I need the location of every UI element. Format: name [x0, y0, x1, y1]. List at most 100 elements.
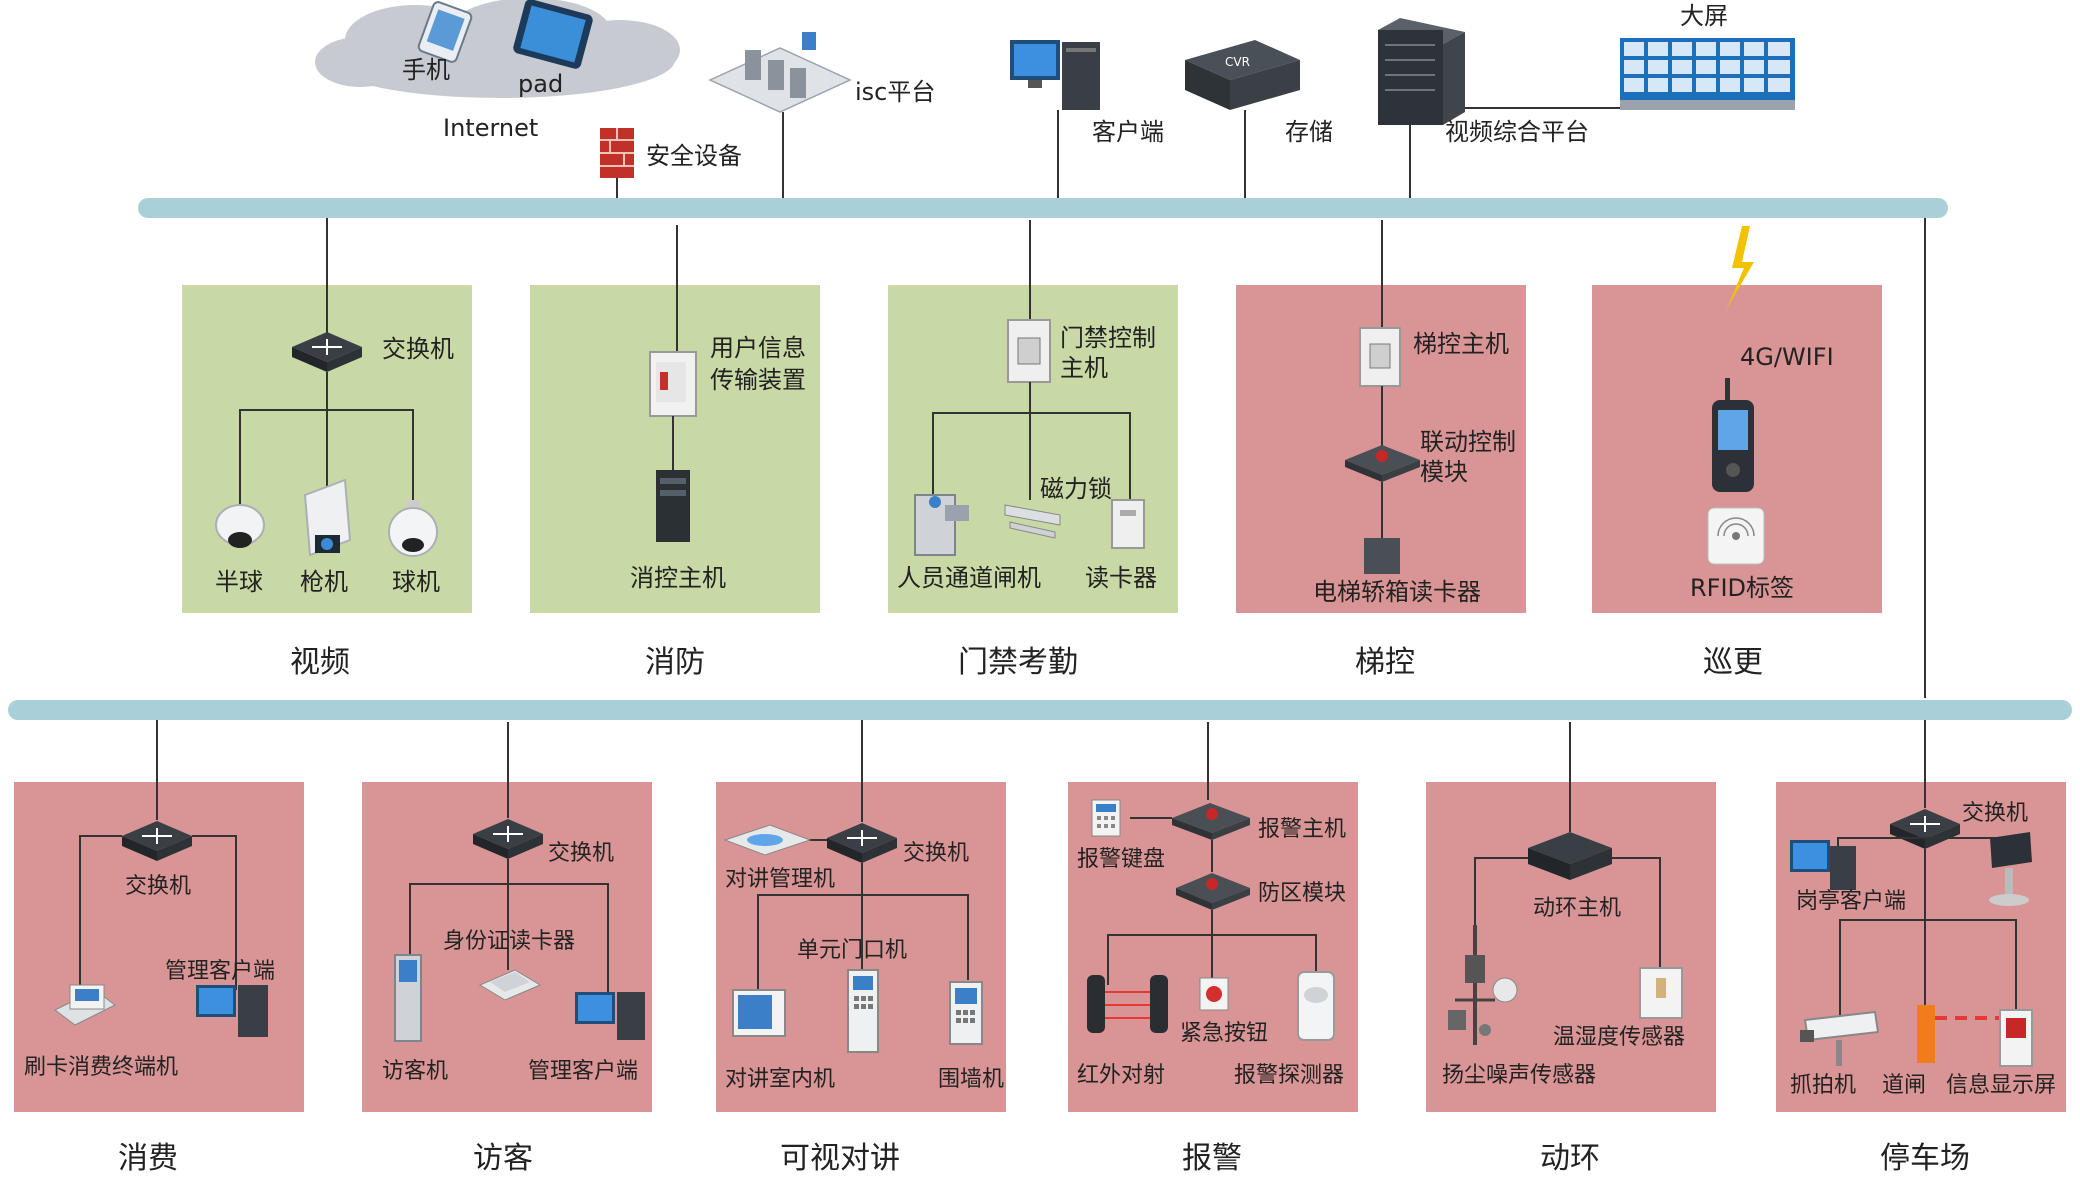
bottom-network-bus: [8, 700, 2072, 720]
security-label: 安全设备: [646, 142, 742, 170]
info-display-icon: [1999, 1009, 2033, 1067]
parking-switch-label: 交换机: [1962, 801, 2028, 826]
card-reader-icon: [1111, 499, 1145, 549]
dust-noise-sensor-icon: [1448, 925, 1518, 1045]
controller-label-2: 主机: [1060, 354, 1108, 382]
internet-label: Internet: [443, 114, 538, 142]
patrol-panel: 4G/WIFI RFID标签: [1592, 226, 1882, 613]
id-reader-icon: [478, 969, 542, 1001]
wireless-label: 4G/WIFI: [1740, 343, 1834, 371]
video-platform-label: 视频综合平台: [1445, 118, 1589, 146]
alarm-detector-icon: [1297, 971, 1335, 1041]
video-switch-label: 交换机: [382, 335, 454, 363]
barrier-label: 道闸: [1882, 1073, 1926, 1098]
alarm-panel: 报警主机 报警键盘 防区模块 紧急按钮: [1068, 722, 1358, 1112]
env-host-label: 动环主机: [1533, 896, 1621, 921]
tablet-icon: [513, 0, 593, 69]
alarm-host-label: 报警主机: [1258, 817, 1346, 842]
pos-terminal-icon: [54, 984, 116, 1026]
reader-label: 读卡器: [1085, 564, 1157, 592]
fire-caption: 消防: [645, 645, 705, 680]
phone-icon: [417, 1, 473, 63]
alarm-keypad-icon: [1091, 799, 1121, 837]
client-pc-icon: [575, 992, 645, 1040]
wall-station-icon: [949, 981, 983, 1045]
isc-platform-icon: [708, 32, 852, 113]
access-panel: 门禁控制 主机 磁力锁 人员通道闸机 读卡器: [888, 220, 1178, 613]
visitor-client-label: 管理客户端: [528, 1059, 638, 1084]
consume-caption: 消费: [118, 1141, 178, 1176]
storage-label: 存储: [1285, 118, 1333, 146]
intercom-caption: 可视对讲: [780, 1141, 900, 1176]
big-screen-icon: [1620, 38, 1795, 110]
rfid-tag-icon: [1707, 507, 1765, 565]
rfid-label: RFID标签: [1690, 574, 1794, 602]
barrier-gate-icon: [1917, 1005, 2000, 1063]
bullet-label: 枪机: [300, 568, 348, 596]
alarm-host-icon: [1172, 803, 1250, 840]
elevator-host-label: 梯控主机: [1413, 330, 1509, 358]
video-panel: 交换机 半球 枪机 球机: [182, 218, 472, 613]
keypad-label: 报警键盘: [1077, 847, 1165, 872]
idreader-label: 身份证读卡器: [443, 929, 575, 954]
pad-label: pad: [518, 70, 563, 98]
dust-label: 扬尘噪声传感器: [1442, 1063, 1596, 1088]
ptz-dome-camera-icon: [388, 500, 438, 557]
env-caption: 动环: [1540, 1141, 1600, 1176]
intercom-switch-label: 交换机: [903, 841, 969, 866]
client-label: 客户端: [1092, 118, 1164, 146]
transmitter-icon: [649, 351, 697, 417]
client-pc-icon: [1010, 40, 1100, 110]
indoor-monitor-icon: [732, 989, 786, 1037]
half-dome-camera-icon: [215, 504, 265, 548]
switch-icon: [292, 332, 362, 372]
button-label: 紧急按钮: [1180, 1021, 1268, 1046]
visitor-kiosk-icon: [394, 954, 422, 1042]
zone-label: 防区模块: [1258, 881, 1346, 906]
consume-switch-label: 交换机: [125, 874, 191, 899]
capture-camera-icon: [1800, 1010, 1880, 1066]
consume-client-label: 管理客户端: [165, 959, 275, 984]
maglock-icon: [1004, 504, 1061, 539]
intercom-panel: 交换机 对讲管理机 单元门口机 对讲室内机 围墙机: [716, 720, 1006, 1112]
patrol-caption: 巡更: [1703, 645, 1763, 680]
th-label: 温湿度传感器: [1553, 1025, 1685, 1050]
big-screen-label: 大屏: [1680, 2, 1728, 30]
intercom-manager-icon: [723, 824, 812, 856]
panic-button-icon: [1199, 977, 1229, 1011]
patrol-handheld-icon: [1712, 378, 1754, 492]
visitor-panel: 交换机 身份证读卡器 访客机 管理客户端: [362, 722, 652, 1112]
unit-label: 单元门口机: [797, 938, 907, 963]
consume-terminal-label: 刷卡消费终端机: [24, 1055, 178, 1080]
parking-panel: 交换机 岗亭客户端 抓拍机 道闸 信息显示屏: [1776, 720, 2066, 1112]
elevator-caption: 梯控: [1355, 645, 1415, 680]
linkage-module-icon: [1345, 445, 1420, 482]
alarm-caption: 报警: [1182, 1141, 1242, 1176]
access-controller-icon: [1007, 319, 1051, 383]
switch-icon: [122, 821, 192, 861]
client-pc-icon: [196, 985, 268, 1037]
booth-label: 岗亭客户端: [1796, 889, 1906, 914]
parking-caption: 停车场: [1880, 1141, 1970, 1176]
booth-client-icon: [1790, 840, 1856, 890]
visitor-switch-label: 交换机: [548, 841, 614, 866]
consume-panel: 交换机 管理客户端 刷卡消费终端机: [14, 720, 304, 1112]
internet-cloud: [315, 0, 680, 98]
car-reader-label: 电梯轿箱读卡器: [1313, 578, 1481, 606]
phone-label: 手机: [402, 56, 450, 84]
controller-label-1: 门禁控制: [1060, 324, 1156, 352]
ptz-label: 球机: [392, 568, 440, 596]
module-label-2: 模块: [1420, 458, 1468, 486]
env-panel: 动环主机 温湿度传感器 扬尘噪声传感器: [1426, 722, 1716, 1112]
turnstile-icon: [914, 494, 969, 556]
transmitter-label-1: 用户信息: [710, 334, 806, 362]
display-label: 信息显示屏: [1946, 1073, 2056, 1098]
wireless-bolt-icon: [1726, 226, 1754, 310]
transmitter-label-2: 传输装置: [710, 366, 806, 394]
env-host-icon: [1528, 832, 1612, 880]
intercom-manager-label: 对讲管理机: [725, 867, 835, 892]
detector-label: 报警探测器: [1234, 1063, 1344, 1088]
fire-panel: 用户信息 传输装置 消控主机: [530, 225, 820, 613]
maglock-label: 磁力锁: [1040, 475, 1112, 503]
